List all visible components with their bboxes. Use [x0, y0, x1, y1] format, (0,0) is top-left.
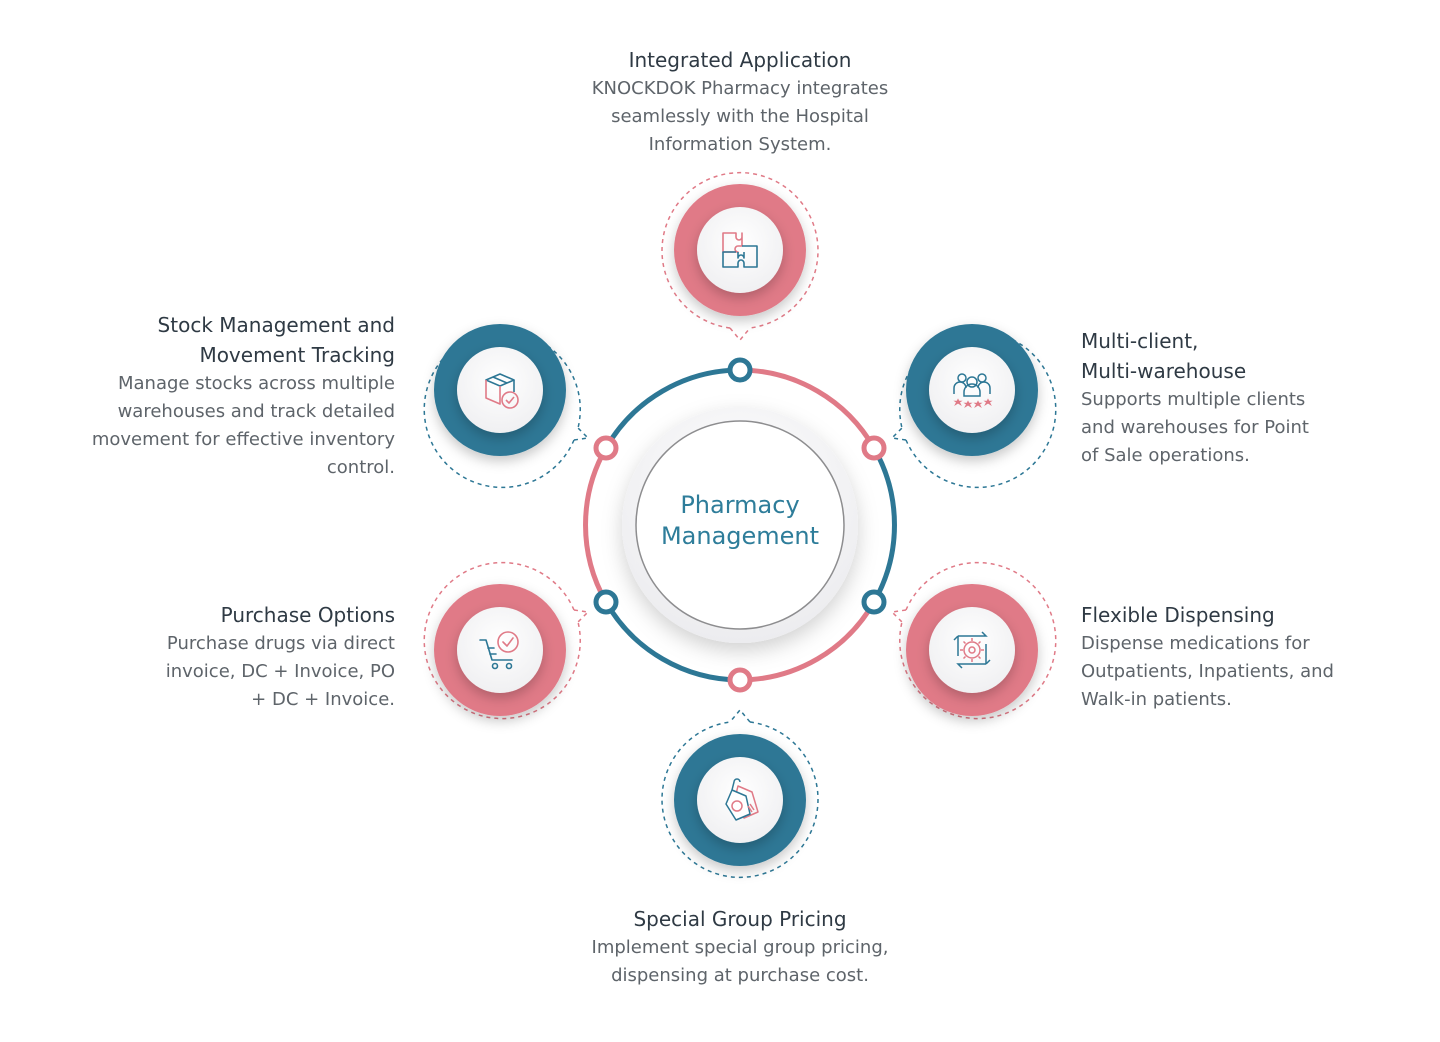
satellite-multiclient [890, 324, 1057, 489]
feature-multiclient: Multi-client, Multi-warehouse Supports m… [1081, 326, 1381, 470]
feature-title: Stock Management and Movement Tracking [157, 313, 395, 367]
ring-arc-top-left [603, 367, 741, 450]
dashed-halo [661, 171, 819, 329]
feature-desc: Manage stocks across multiple warehouses… [91, 373, 395, 478]
dashed-pointer [573, 609, 590, 623]
ring-arc-bottom-left [603, 600, 741, 683]
ring-node-top-left [593, 435, 619, 461]
ring-node-top-right [861, 435, 887, 461]
puzzle-icon [722, 232, 758, 268]
price-tag-icon [725, 778, 759, 821]
dashed-halo [423, 561, 581, 720]
feature-title: Purchase Options [220, 603, 395, 627]
feature-title: Multi-client, Multi-warehouse [1081, 329, 1247, 383]
ring-node-top [727, 357, 753, 383]
dashed-pointer [890, 609, 907, 623]
feature-dispensing: Flexible Dispensing Dispense medications… [1081, 600, 1401, 714]
feature-desc: Dispense medications for Outpatients, In… [1081, 633, 1334, 710]
ring-node-bottom-right [861, 589, 887, 615]
ring-arc-right [871, 446, 897, 604]
people-rating-icon [953, 373, 993, 409]
dashed-pointer [729, 327, 751, 342]
satellite-stock [423, 324, 590, 489]
center-disc [622, 407, 858, 643]
feature-title: Integrated Application [628, 48, 852, 72]
dashed-pointer [890, 427, 907, 441]
gear-cycle-icon [953, 631, 991, 669]
feature-stock: Stock Management and Movement Tracking M… [60, 310, 395, 482]
dashed-halo [661, 721, 819, 879]
ring-node-bottom-left [593, 589, 619, 615]
box-check-icon [485, 373, 519, 409]
feature-desc: Implement special group pricing, dispens… [591, 937, 889, 986]
feature-pricing: Special Group Pricing Implement special … [540, 904, 940, 990]
ring-arc-left [583, 446, 609, 604]
dashed-pointer [573, 427, 590, 441]
central-ring [583, 367, 897, 683]
satellite-purchase [423, 561, 590, 720]
cart-check-icon [479, 631, 519, 670]
feature-purchase: Purchase Options Purchase drugs via dire… [95, 600, 395, 714]
feature-title: Special Group Pricing [633, 907, 847, 931]
dashed-halo [423, 330, 581, 489]
feature-title: Flexible Dispensing [1081, 603, 1275, 627]
feature-desc: Supports multiple clients and warehouses… [1081, 389, 1309, 466]
ring-arc-bottom-right [739, 600, 877, 683]
feature-desc: KNOCKDOK Pharmacy integrates seamlessly … [591, 78, 889, 155]
satellite-integrated [661, 171, 819, 342]
dashed-pointer [729, 708, 751, 723]
satellite-dispensing [890, 561, 1057, 720]
feature-desc: Purchase drugs via direct invoice, DC + … [165, 633, 395, 710]
satellite-pricing [661, 708, 819, 879]
dashed-halo [899, 561, 1057, 720]
feature-integrated: Integrated Application KNOCKDOK Pharmacy… [560, 45, 920, 159]
center-title: Pharmacy Management [660, 491, 820, 550]
ring-node-bottom [727, 667, 753, 693]
ring-arc-top-right [739, 367, 877, 450]
ring-nodes [593, 357, 887, 693]
